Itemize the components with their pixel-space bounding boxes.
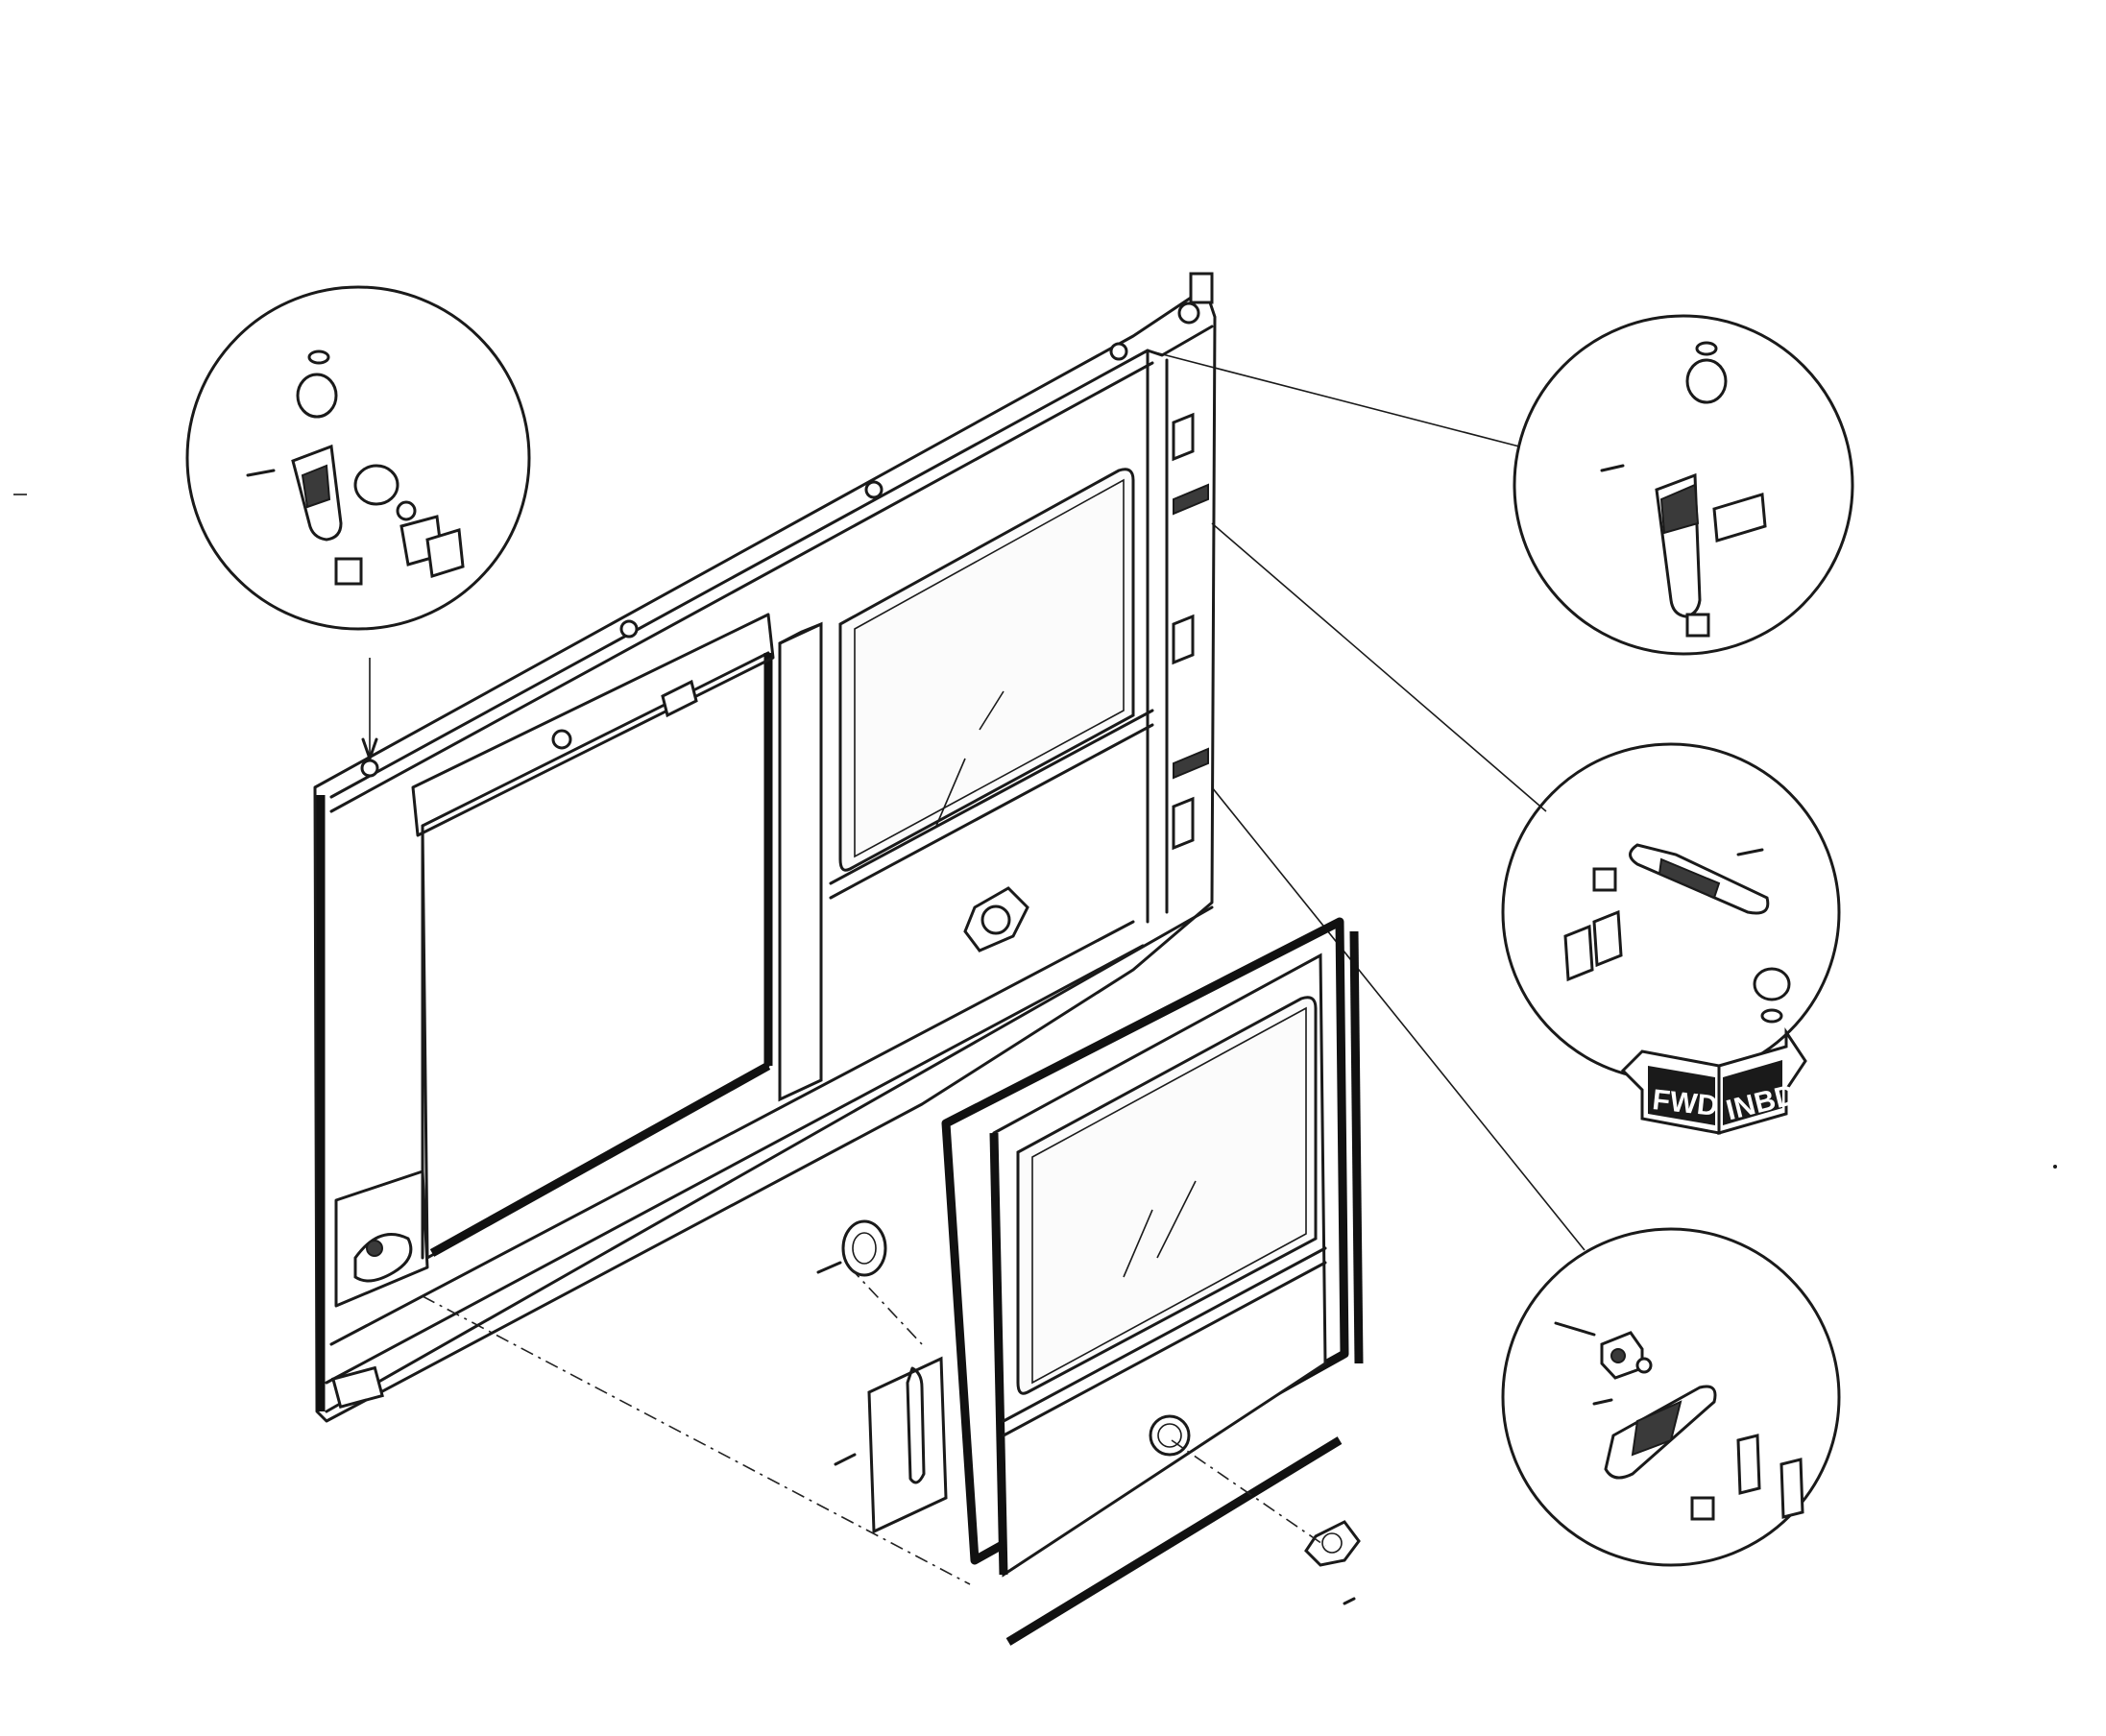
detail-circle-upper-right-hinge	[1513, 314, 1854, 656]
direction-indicator: FWD INBD	[1620, 1027, 1807, 1135]
stray-marks	[13, 494, 2057, 1169]
rotary-plate	[1304, 1520, 1361, 1605]
hinge-mounts	[1172, 412, 1209, 851]
upper-fixed-window	[829, 468, 1154, 900]
fwd-label: FWD	[1651, 1084, 1719, 1122]
detail-circle-lower-latch	[1501, 1227, 1841, 1567]
leader-lines	[361, 350, 1586, 1251]
detail-circle-middle-bracket	[1501, 742, 1841, 1082]
cover-plate	[816, 1219, 948, 1534]
sliding-door-panel	[989, 952, 1327, 1578]
latch-handle	[331, 1169, 429, 1410]
assembly-lines	[422, 1266, 1326, 1585]
door-frame	[313, 272, 1217, 1423]
detail-circle-upper-left-hinge	[185, 285, 531, 631]
center-post	[778, 621, 823, 1102]
seal-strips	[941, 917, 1364, 1646]
lower-access-plate	[963, 886, 1029, 952]
slider-window-opening	[411, 613, 775, 1260]
